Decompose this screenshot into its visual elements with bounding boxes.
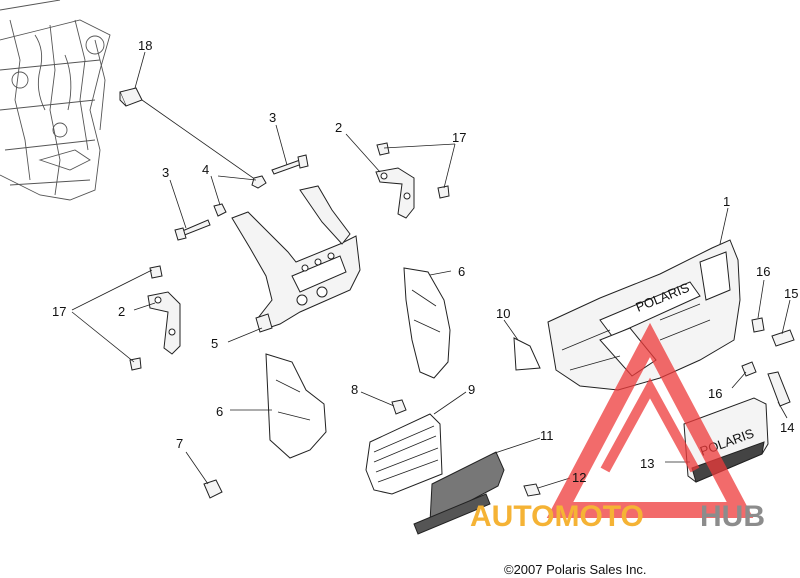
- callout-14: 14: [780, 420, 794, 435]
- part-18-bumper-block: [119, 87, 143, 107]
- part-3-bolt-left: [174, 219, 211, 241]
- watermark-logo: [546, 322, 754, 518]
- copyright-notice: ©2007 Polaris Sales Inc.: [504, 562, 647, 577]
- part-15-bolt: [771, 329, 795, 347]
- part-11-mesh-screen: [413, 451, 505, 535]
- part-6-side-panel-upper: [403, 267, 451, 379]
- callout-7: 7: [176, 436, 183, 451]
- part-nut-upper: [251, 175, 267, 189]
- callout-15: 15: [784, 286, 798, 301]
- part-10-lens: [513, 337, 541, 371]
- callout-6-lower: 6: [216, 404, 223, 419]
- part-12-screw: [523, 483, 541, 497]
- callout-10: 10: [496, 306, 510, 321]
- callout-17-upper: 17: [452, 130, 466, 145]
- part-5-bumper-bracket: [231, 185, 361, 333]
- callout-5: 5: [211, 336, 218, 351]
- callout-3-left: 3: [162, 165, 169, 180]
- watermark-text: AUTOMOTO HUB: [470, 500, 765, 533]
- part-14-bolt: [767, 371, 791, 407]
- callout-4: 4: [202, 162, 209, 177]
- part-17-bolt-lower-a: [149, 265, 163, 279]
- callout-2-lower: 2: [118, 304, 125, 319]
- part-17-bolt-upper-a: [376, 142, 390, 156]
- part-7-bolt: [203, 479, 223, 499]
- part-9-grille: [365, 413, 443, 495]
- callout-11: 11: [540, 428, 554, 443]
- part-2-bracket-upper: [375, 167, 415, 219]
- callout-9: 9: [468, 382, 475, 397]
- vehicle-frame: [0, 0, 111, 201]
- leader-lines: [71, 51, 791, 489]
- callout-16-lower: 16: [708, 386, 722, 401]
- part-8-nut: [391, 399, 407, 415]
- part-4-nut: [213, 203, 227, 217]
- callout-6-upper: 6: [458, 264, 465, 279]
- callout-12: 12: [572, 470, 586, 485]
- watermark-inner-mark: [600, 377, 700, 473]
- callout-8: 8: [351, 382, 358, 397]
- callout-3-upper: 3: [269, 110, 276, 125]
- callout-labels: 18 3 3 4 2 17 17 2 5 6 6 7 8 9 10 11 12 …: [52, 38, 798, 485]
- part-16-nut-upper: [751, 317, 765, 333]
- callout-2-upper: 2: [335, 120, 342, 135]
- callout-13: 13: [640, 456, 654, 471]
- watermark-triangle: [546, 322, 754, 518]
- part-17-bolt-upper-b: [437, 185, 450, 199]
- part-6-side-panel-lower: [265, 353, 327, 459]
- callout-17-lower: 17: [52, 304, 66, 319]
- callout-1: 1: [723, 194, 730, 209]
- callout-16-upper: 16: [756, 264, 770, 279]
- part-3-bolt-upper: [271, 154, 309, 175]
- part-2-bracket-lower: [147, 291, 181, 355]
- part-1-front-bumper: POLARIS: [547, 239, 741, 391]
- watermark-text-primary: AUTOMOTO: [470, 500, 644, 533]
- callout-18: 18: [138, 38, 152, 53]
- watermark-text-secondary: HUB: [700, 500, 765, 533]
